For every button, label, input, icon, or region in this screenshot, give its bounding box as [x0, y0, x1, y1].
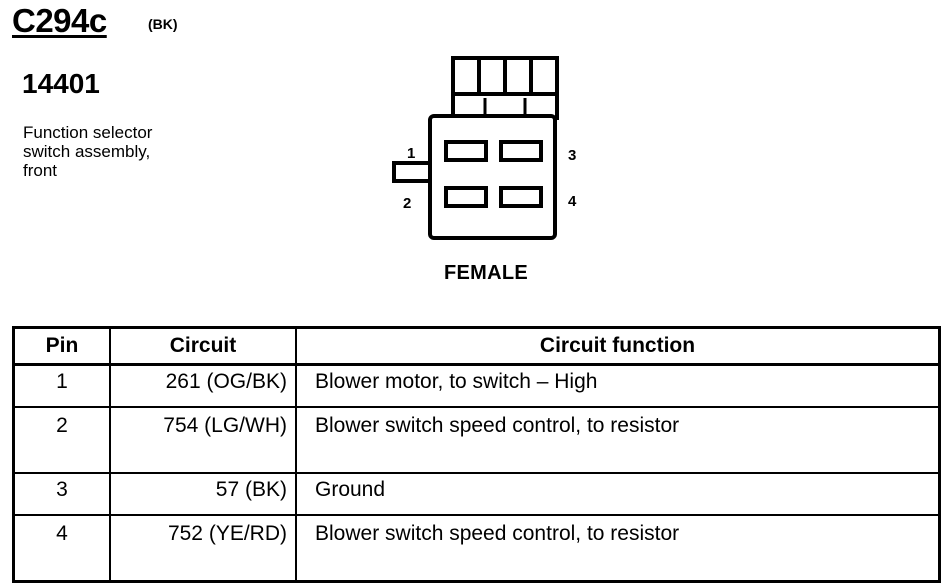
connector-color: (BK) [148, 16, 178, 32]
cell-function: Blower motor, to switch – High [295, 363, 941, 408]
gender-label: FEMALE [444, 262, 529, 284]
description-line: switch assembly, [23, 142, 151, 161]
table-row: 1 261 (OG/BK) Blower motor, to switch – … [12, 363, 941, 408]
cavity-pin-1 [444, 140, 488, 162]
cavity-pin-3 [499, 140, 543, 162]
cell-pin: 1 [12, 363, 111, 408]
table-header-row: Pin Circuit Circuit function [12, 326, 941, 366]
header-pin: Pin [12, 326, 111, 366]
header-circuit-function: Circuit function [295, 326, 941, 366]
cell-circuit: 754 (LG/WH) [109, 406, 297, 474]
connector-id: C294c [12, 2, 107, 39]
cell-circuit: 57 (BK) [109, 472, 297, 516]
cell-circuit: 261 (OG/BK) [109, 363, 297, 408]
connector-diagram: 1 2 3 4 [380, 50, 580, 250]
component-description: Function selector switch assembly, front [23, 123, 152, 180]
description-line: Function selector [23, 123, 153, 142]
pin-label-4: 4 [568, 193, 577, 210]
cell-function: Ground [295, 472, 941, 516]
cell-function: Blower switch speed control, to resistor [295, 514, 941, 583]
cavity-pin-2 [444, 186, 488, 208]
cell-function: Blower switch speed control, to resistor [295, 406, 941, 474]
header-circuit: Circuit [109, 326, 297, 366]
table-row: 2 754 (LG/WH) Blower switch speed contro… [12, 406, 941, 474]
cell-circuit: 752 (YE/RD) [109, 514, 297, 583]
pinout-table: Pin Circuit Circuit function 1 261 (OG/B… [12, 326, 941, 583]
table-row: 4 752 (YE/RD) Blower switch speed contro… [12, 514, 941, 583]
connector-latch [451, 56, 559, 120]
description-line: front [23, 161, 58, 180]
connector-key [392, 161, 432, 183]
cell-pin: 4 [12, 514, 111, 583]
pin-label-1: 1 [407, 145, 415, 162]
pin-label-2: 2 [403, 195, 411, 212]
connector-face-drawing: 1 2 3 4 [392, 56, 577, 240]
table-row: 3 57 (BK) Ground [12, 472, 941, 516]
part-number: 14401 [22, 68, 100, 99]
pin-label-3: 3 [568, 147, 576, 164]
connector-body [428, 114, 557, 240]
cavity-pin-4 [499, 186, 543, 208]
cell-pin: 2 [12, 406, 111, 474]
cell-pin: 3 [12, 472, 111, 516]
